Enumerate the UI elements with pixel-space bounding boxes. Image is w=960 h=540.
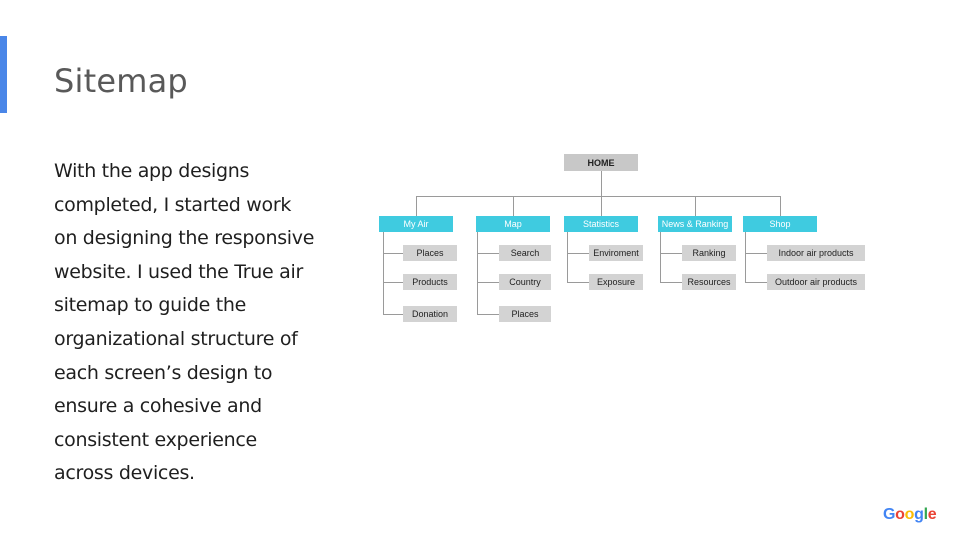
accent-bar	[0, 36, 7, 113]
connector-cat-5	[780, 196, 781, 216]
branch-map-2	[477, 282, 499, 283]
google-logo: Google	[883, 506, 937, 524]
sitemap-category-statistics: Statistics	[564, 216, 638, 232]
branch-statistics-2	[567, 282, 589, 283]
branch-shop-1	[745, 253, 767, 254]
connector-cat-3	[601, 196, 602, 216]
google-logo-letter: e	[927, 506, 937, 523]
sitemap-category-my-air: My Air	[379, 216, 453, 232]
branch-map-3	[477, 314, 499, 315]
sitemap-leaf: Exposure	[589, 274, 643, 290]
connector-horizontal-bus	[416, 196, 780, 197]
spine-map	[477, 232, 478, 314]
google-logo-letter: o	[904, 506, 915, 523]
connector-cat-4	[695, 196, 696, 216]
sitemap-diagram: HOME My Air Map Statistics News & Rankin…	[370, 148, 880, 338]
sitemap-leaf: Ranking	[682, 245, 736, 261]
google-logo-letter: g	[914, 506, 924, 523]
google-logo-letter: o	[895, 506, 905, 523]
google-logo-letter: l	[923, 506, 928, 523]
sitemap-leaf: Enviroment	[589, 245, 643, 261]
sitemap-category-shop: Shop	[743, 216, 817, 232]
sitemap-category-news-ranking: News & Ranking	[658, 216, 732, 232]
sitemap-category-map: Map	[476, 216, 550, 232]
branch-my-air-2	[383, 282, 403, 283]
connector-cat-2	[513, 196, 514, 216]
google-logo-letter: G	[883, 506, 896, 523]
branch-news-2	[660, 282, 682, 283]
sitemap-leaf: Outdoor air products	[767, 274, 865, 290]
sitemap-leaf: Places	[403, 245, 457, 261]
branch-statistics-1	[567, 253, 589, 254]
branch-my-air-3	[383, 314, 403, 315]
spine-statistics	[567, 232, 568, 282]
branch-map-1	[477, 253, 499, 254]
sitemap-leaf: Donation	[403, 306, 457, 322]
spine-my-air	[383, 232, 384, 315]
branch-shop-2	[745, 282, 767, 283]
sitemap-leaf: Products	[403, 274, 457, 290]
sitemap-leaf: Indoor air products	[767, 245, 865, 261]
sitemap-root-node: HOME	[564, 154, 638, 171]
spine-shop	[745, 232, 746, 282]
branch-my-air-1	[383, 253, 403, 254]
sitemap-leaf: Places	[499, 306, 551, 322]
sitemap-leaf: Country	[499, 274, 551, 290]
connector-root-down	[601, 171, 602, 196]
sitemap-leaf: Search	[499, 245, 551, 261]
connector-cat-1	[416, 196, 417, 216]
slide-title: Sitemap	[54, 62, 188, 100]
spine-news-ranking	[660, 232, 661, 282]
sitemap-leaf: Resources	[682, 274, 736, 290]
slide-body-text: With the app designs completed, I starte…	[54, 160, 315, 485]
branch-news-1	[660, 253, 682, 254]
